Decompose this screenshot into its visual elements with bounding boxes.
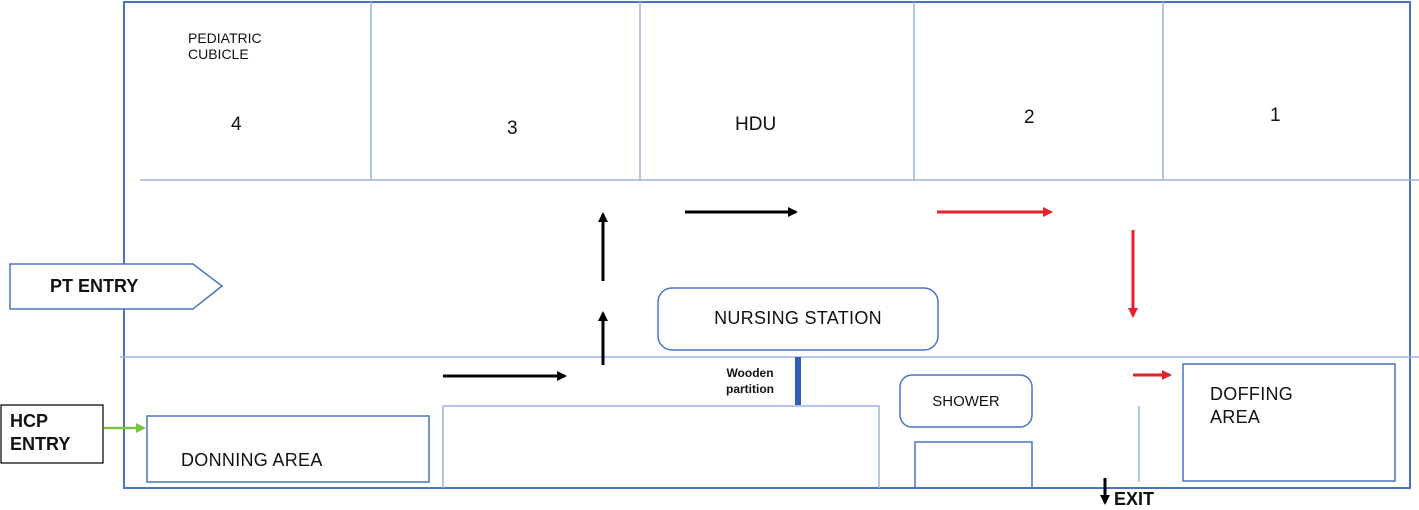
donning-area-box: [146, 415, 430, 483]
donning-area-label: DONNING AREA: [181, 450, 323, 470]
bed-3-label: 3: [507, 118, 518, 139]
pt-entry-label: PT ENTRY: [50, 276, 139, 296]
bed-4-label: 4: [231, 114, 242, 135]
bed-2-label: 2: [1024, 107, 1035, 128]
doffing-area-label: DOFFING AREA: [1210, 384, 1294, 428]
nursing-station-label: NURSING STATION: [714, 308, 882, 328]
ward-outer-wall: [123, 1, 1411, 489]
wooden-partition-bar: [795, 357, 801, 405]
bed-1-label: 1: [1270, 105, 1281, 126]
central-store-outline: [442, 405, 880, 488]
shower-cubicle-outline: [914, 441, 1033, 488]
hdu-label: HDU: [735, 114, 777, 135]
hcp-entry-box: [0, 404, 104, 464]
doffing-area-box: [1182, 363, 1396, 482]
pediatric-cubicle-label: PEDIATRIC CUBICLE: [188, 30, 262, 63]
exit-label: EXIT: [1114, 489, 1155, 509]
hcp-entry-label: HCP ENTRY: [10, 411, 71, 454]
pt-entry-sign: [9, 263, 224, 310]
shower-label: SHOWER: [932, 393, 1000, 410]
shower-box: [899, 374, 1033, 428]
wooden-partition-label: Wooden partition: [726, 366, 774, 396]
nursing-station-box: [657, 287, 939, 351]
